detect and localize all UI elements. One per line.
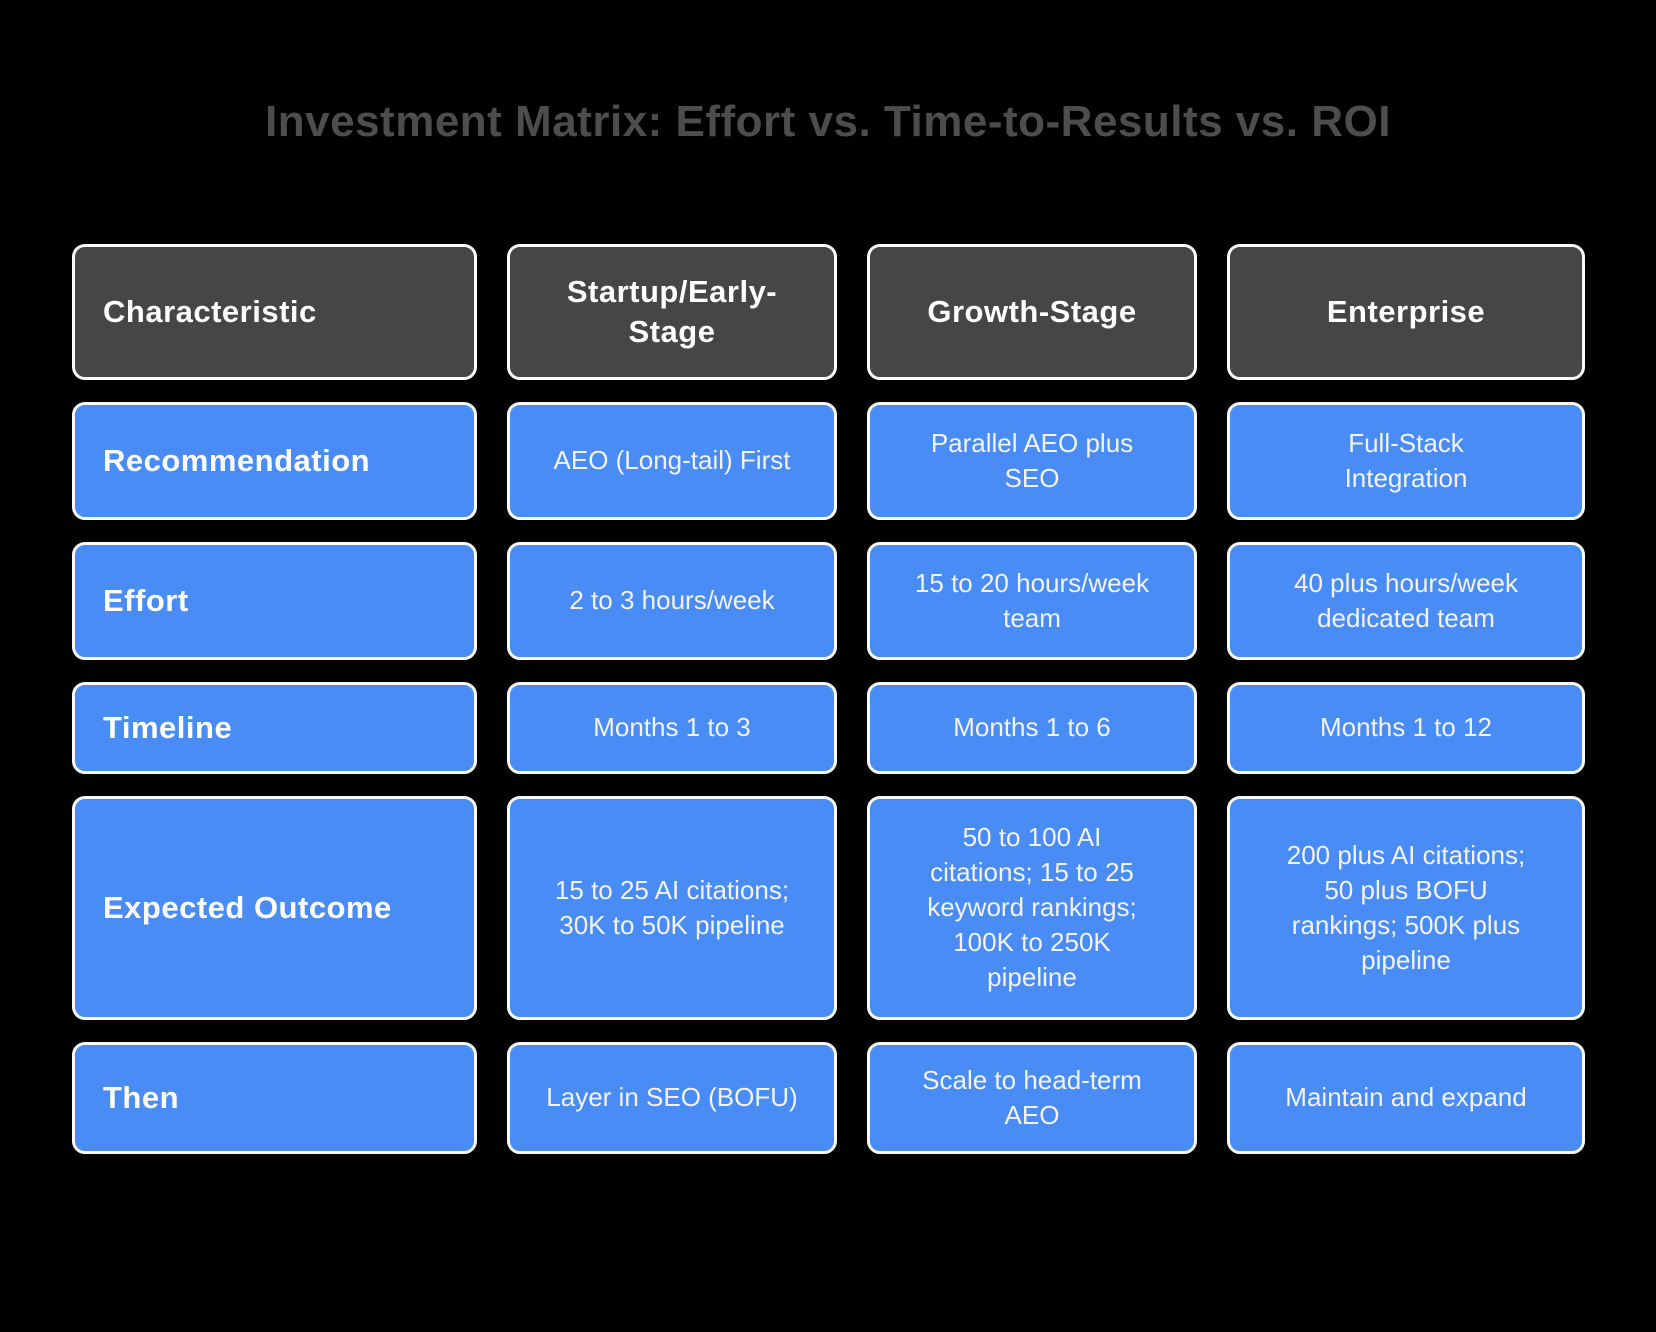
investment-matrix-table: Characteristic Startup/Early- Stage Grow…: [72, 243, 1585, 1154]
row-label-timeline: Timeline: [72, 681, 477, 774]
page-title: Investment Matrix: Effort vs. Time-to-Re…: [265, 97, 1391, 146]
row-label-expected-outcome: Expected Outcome: [72, 795, 477, 1020]
cell-timeline-startup: Months 1 to 3: [507, 681, 837, 774]
cell-timeline-enterprise: Months 1 to 12: [1227, 681, 1585, 774]
row-label-recommendation: Recommendation: [72, 401, 477, 520]
cell-then-growth: Scale to head-term AEO: [867, 1041, 1197, 1154]
cell-effort-enterprise: 40 plus hours/week dedicated team: [1227, 541, 1585, 660]
cell-then-startup: Layer in SEO (BOFU): [507, 1041, 837, 1154]
cell-effort-startup: 2 to 3 hours/week: [507, 541, 837, 660]
column-header-enterprise: Enterprise: [1227, 243, 1585, 380]
cell-expected-outcome-growth: 50 to 100 AI citations; 15 to 25 keyword…: [867, 795, 1197, 1020]
row-label-effort: Effort: [72, 541, 477, 660]
cell-timeline-growth: Months 1 to 6: [867, 681, 1197, 774]
column-header-startup-early-stage: Startup/Early- Stage: [507, 243, 837, 380]
cell-effort-growth: 15 to 20 hours/week team: [867, 541, 1197, 660]
cell-recommendation-enterprise: Full-Stack Integration: [1227, 401, 1585, 520]
cell-recommendation-startup: AEO (Long-tail) First: [507, 401, 837, 520]
cell-recommendation-growth: Parallel AEO plus SEO: [867, 401, 1197, 520]
cell-then-enterprise: Maintain and expand: [1227, 1041, 1585, 1154]
column-header-growth-stage: Growth-Stage: [867, 243, 1197, 380]
column-header-characteristic: Characteristic: [72, 243, 477, 380]
cell-expected-outcome-startup: 15 to 25 AI citations; 30K to 50K pipeli…: [507, 795, 837, 1020]
row-label-then: Then: [72, 1041, 477, 1154]
cell-expected-outcome-enterprise: 200 plus AI citations; 50 plus BOFU rank…: [1227, 795, 1585, 1020]
